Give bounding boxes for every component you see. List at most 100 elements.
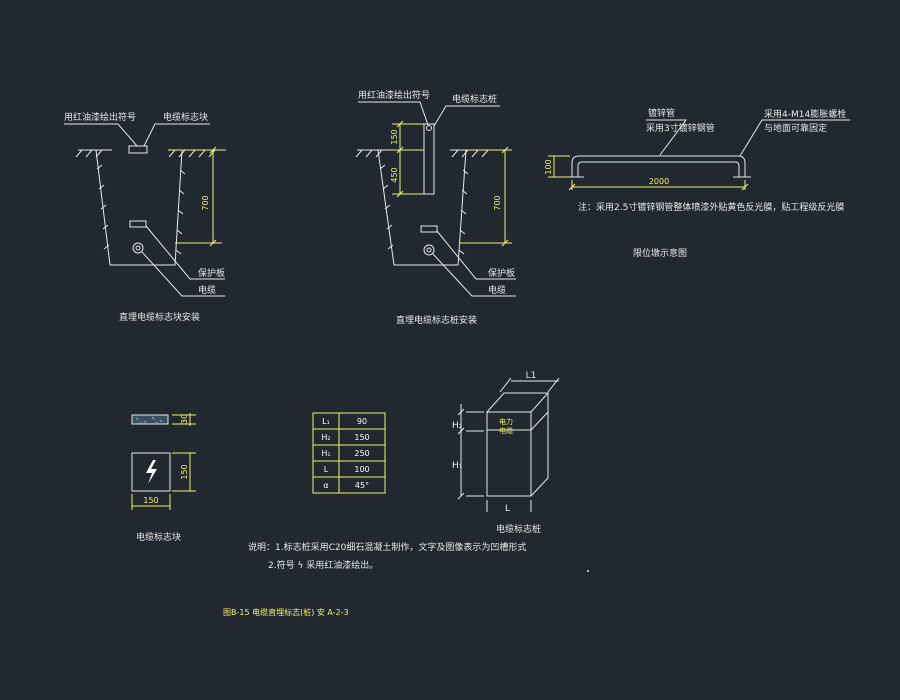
above-ground-value: 150 [390,129,399,144]
detail5-caption: 电缆标志桩 [496,523,541,535]
height-dimension [548,155,570,178]
pipe-leader [646,119,687,156]
length-value: 2000 [649,177,669,186]
cable-leader [432,253,516,297]
barrier-pipe-inner [577,161,740,177]
table-value-cell: 45° [355,481,369,490]
h1-label: H₁ [452,461,463,471]
barrier-note: 注：采用2.5寸镀锌钢管整体喷漆外贴黄色反光膜，贴工程级反光膜 [578,201,844,213]
drawing-title: 图B-15 电缆直埋标志(桩) 安 A-2-3 [223,607,349,617]
trench-outline [377,149,467,266]
l-dimension [486,500,532,512]
trench-side-hatch [96,164,186,255]
plate-leader [145,225,225,280]
cable-section [423,244,435,256]
pipe-label: 镀锌管 [648,107,675,119]
table-symbol-cell: α [323,481,328,490]
height-dimensions [460,404,484,497]
pipe-spec-label: 采用3寸镀锌钢管 [646,122,715,134]
detail1-caption: 直埋电缆标志块安装 [119,311,200,323]
table-value-cell: 250 [354,449,369,458]
table-row: L 100 [324,465,370,474]
post-top-face [485,392,550,413]
detail3-caption: 限位墩示意图 [633,247,687,259]
barrier-pipe-outer [571,155,746,177]
post-label: 电缆标志桩 [452,93,497,105]
height-dimension [172,452,196,492]
bolt-label-2: 与地面可靠固定 [764,122,827,134]
detail-marker-post-3d: 电力 电缆 L1 H₂ H₁ L 电缆标志桩 [452,371,560,535]
cable-section [132,242,144,254]
detail2-caption: 直埋电缆标志桩安装 [396,314,477,326]
trench-side-hatch [379,164,469,255]
post-dimension [392,123,424,195]
table-row: H₁ 250 [321,449,369,458]
detail4-caption: 电缆标志块 [136,531,181,543]
l-label: L [505,504,510,514]
block-label: 电缆标志块 [163,111,208,123]
plate-leader [436,230,516,280]
plate-label: 保护板 [198,267,225,279]
note-line-1: 说明：1.标志桩采用C20细石混凝土制作，文字及图像表示为凹槽形式 [248,541,526,553]
lightning-bolt-icon [146,460,157,484]
depth-dimension [168,149,222,244]
l1-label: L1 [526,371,537,381]
post-text-2: 电缆 [499,426,513,435]
table-symbol-cell: H₁ [321,449,330,458]
table-frame [312,412,386,494]
table-row: L₁ 90 [322,417,367,426]
table-row: H₂ 150 [321,433,369,442]
trench-outline [95,149,183,266]
paint-label: 用红油漆绘出符号 [64,111,136,123]
l1-dimension [499,377,560,393]
post-front-face [486,412,532,497]
thickness-dimension [172,413,196,426]
marker-block [128,145,148,154]
cable-leader [141,251,225,297]
post-leader [433,105,500,127]
table-symbol-cell: L [324,465,329,474]
block-side-view [131,414,169,425]
width-value: 150 [143,496,158,505]
cable-label: 电缆 [198,284,216,296]
depth-dimension [460,149,512,244]
table-row: α 45° [323,481,369,490]
post-length-value: 450 [390,167,399,182]
detail-marker-block: 30 150 150 电缆标志块 [131,413,196,543]
detail-cable-marker-block-install: 700 用红油漆绘出符号 电缆标志块 保护板 电缆 直埋电缆标志块安装 [64,111,226,323]
post-side-face [530,393,549,497]
depth-value: 700 [201,195,210,210]
plate-label: 保护板 [488,267,515,279]
table-symbol-cell: L₁ [322,417,330,426]
ground-hatch [355,149,489,158]
height-value: 100 [544,159,553,174]
paint-leader [64,123,138,147]
table-value-cell: 90 [357,417,367,426]
paint-label: 用红油漆绘出符号 [358,89,430,101]
post-text-1: 电力 [499,417,513,426]
table-symbol-cell: H₂ [321,433,330,442]
note-line-2: 2.符号 ϟ 采用红油漆绘出。 [268,559,378,571]
thickness-value: 30 [180,414,189,424]
detail-limit-barrier: 100 2000 镀锌管 采用3寸镀锌钢管 采用4-M14膨胀螺栓 与地面可靠固… [544,107,850,259]
length-dimension [571,180,746,190]
protection-plate [420,225,438,233]
depth-value: 700 [493,195,502,210]
h2-label: H₂ [452,421,463,431]
table-value-cell: 100 [354,465,369,474]
marker-post [423,123,435,195]
block-leader [143,123,210,147]
table-value-cell: 150 [354,433,369,442]
cable-label: 电缆 [488,284,506,296]
detail-cable-marker-post-install: 150 450 700 用红油漆绘出符号 电缆标志桩 保护板 电缆 直埋电缆标志… [355,89,516,326]
block-front-view [131,452,171,492]
protection-plate [129,220,147,228]
width-dimension [131,494,171,510]
bolt-label: 采用4-M14膨胀螺栓 [764,108,846,120]
bolt-leader [739,119,850,157]
post-band-line [487,411,549,431]
paint-leader [358,101,429,126]
height-value: 150 [180,464,189,479]
